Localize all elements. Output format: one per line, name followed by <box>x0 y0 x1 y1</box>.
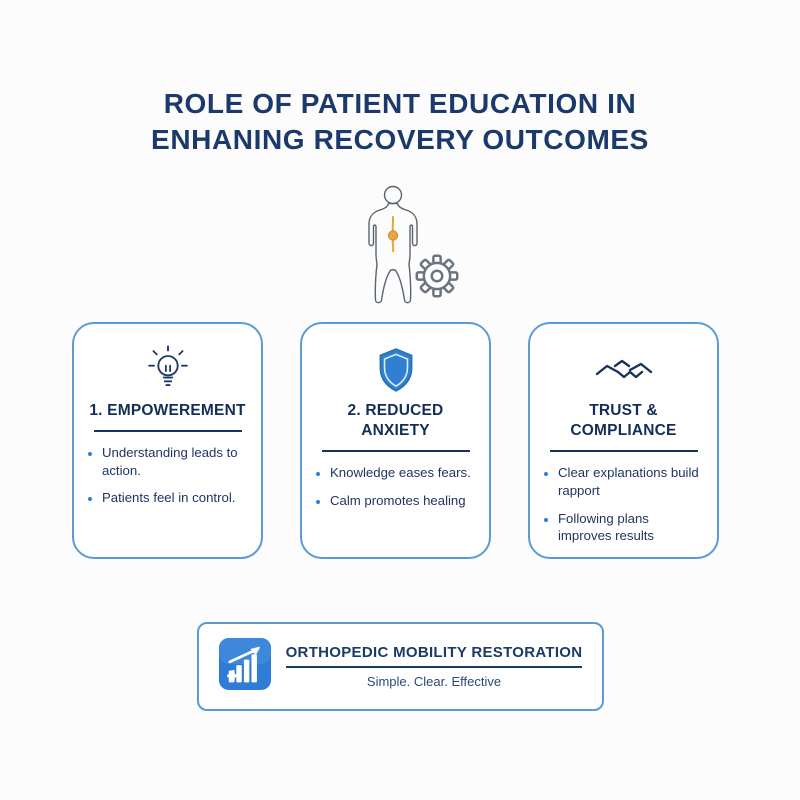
bullet-item: Following plans improves results <box>558 510 705 546</box>
card-heading: TRUST & COMPLIANCE <box>570 402 677 440</box>
bullet-item: Understanding leads to action. <box>102 444 249 480</box>
bar-chart-growth-logo-icon <box>218 638 271 695</box>
central-illustration <box>338 183 464 317</box>
card-trust-compliance: TRUST & COMPLIANCE Clear explanations bu… <box>528 322 719 559</box>
shield-icon <box>302 339 489 401</box>
page-title: ROLE OF PATIENT EDUCATION IN ENHANING RE… <box>0 86 800 158</box>
bullet-item: Clear explanations build rapport <box>558 464 705 500</box>
bullet-item: Calm promotes healing <box>330 492 477 510</box>
bullet-list: Clear explanations build rapport Followi… <box>530 464 717 545</box>
benefit-cards-row: 1. EMPOWEREMENT Understanding leads to a… <box>72 322 719 559</box>
card-empowerement: 1. EMPOWEREMENT Understanding leads to a… <box>72 322 263 559</box>
bullet-item: Patients feel in control. <box>102 489 249 507</box>
heading-underline <box>549 450 698 452</box>
bullet-item: Knowledge eases fears. <box>330 464 477 482</box>
brand-underline <box>285 666 583 668</box>
bullet-list: Knowledge eases fears. Calm promotes hea… <box>302 464 489 510</box>
brand-name: ORTHOPEDIC MOBILITY RESTORATION <box>285 644 583 662</box>
card-heading: 2. REDUCED ANXIETY <box>347 402 444 440</box>
brand-tagline: Simple. Clear. Effective <box>366 673 502 689</box>
heading-underline <box>321 450 470 452</box>
page-title-line1: ROLE OF PATIENT EDUCATION IN <box>163 88 637 119</box>
page-title-line2: ENHANING RECOVERY OUTCOMES <box>151 123 649 155</box>
handshake-icon <box>530 339 717 401</box>
brand-text-block: ORTHOPEDIC MOBILITY RESTORATION Simple. … <box>285 644 583 689</box>
card-heading: 1. EMPOWEREMENT <box>89 402 246 419</box>
brand-banner: ORTHOPEDIC MOBILITY RESTORATION Simple. … <box>197 622 604 711</box>
heading-underline <box>93 430 242 432</box>
lightbulb-icon <box>74 339 261 401</box>
card-reduced-anxiety: 2. REDUCED ANXIETY Knowledge eases fears… <box>300 322 491 559</box>
bullet-list: Understanding leads to action. Patients … <box>74 444 261 507</box>
